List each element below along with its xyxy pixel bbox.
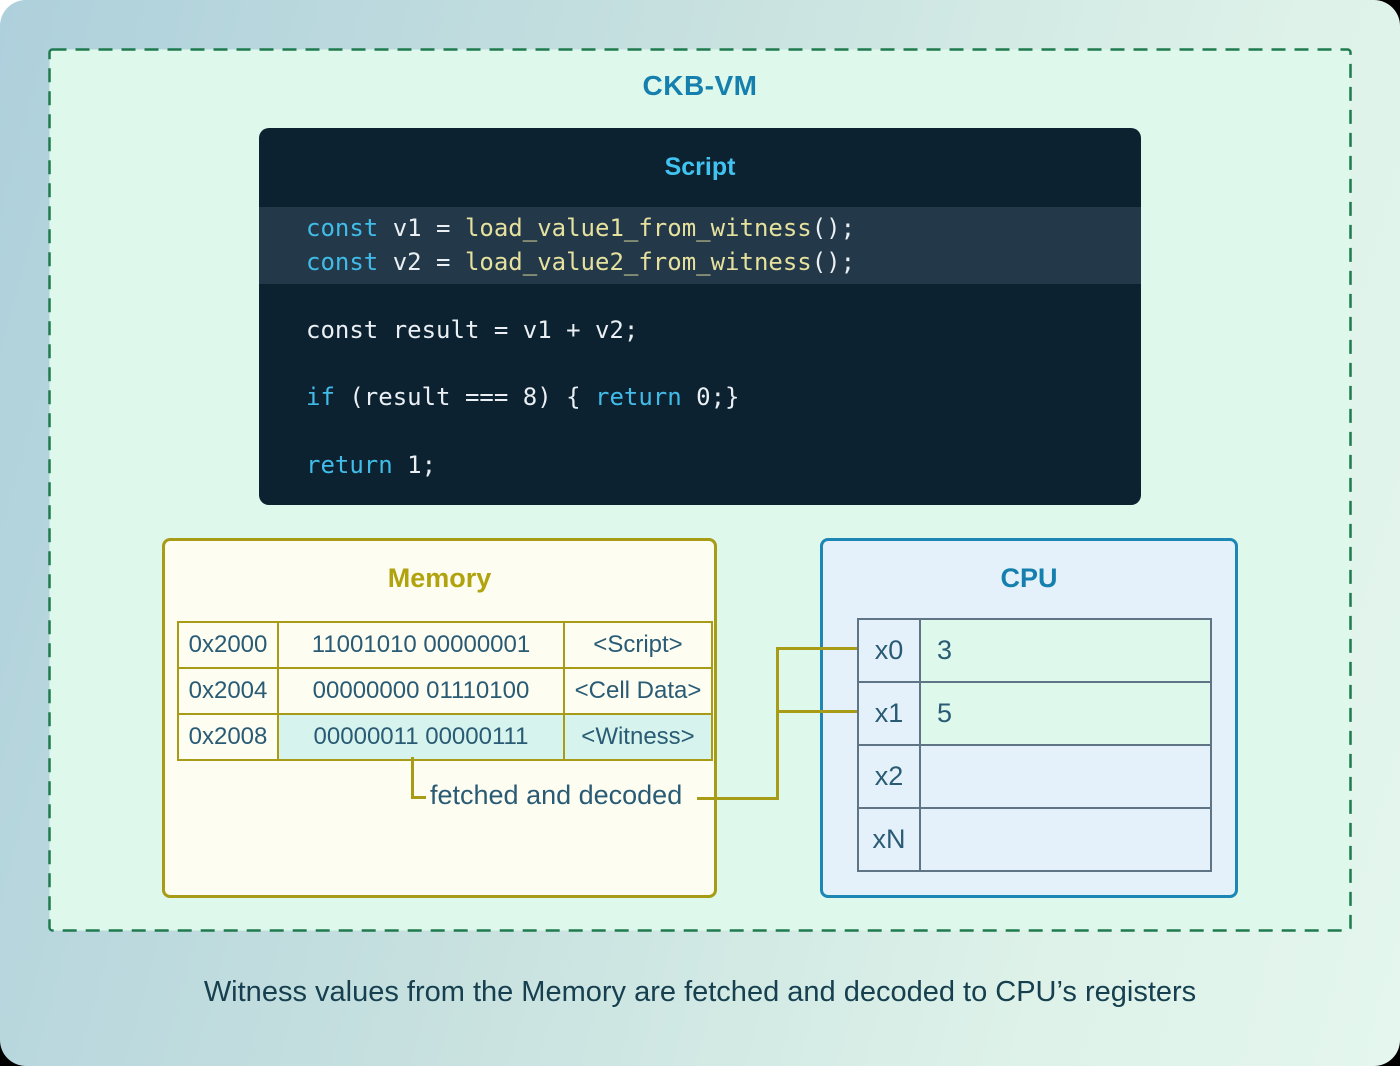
register-value (919, 744, 1212, 809)
register-row: xN (857, 807, 1212, 872)
memory-tag: <Script> (563, 621, 713, 669)
code-line: return 1; (259, 448, 1141, 482)
script-body: const result = v1 + v2; if (result === 8… (259, 313, 1141, 482)
register-value: 3 (919, 618, 1212, 683)
memory-tag: <Witness> (563, 713, 713, 761)
register-row: x0 3 (857, 618, 1212, 683)
register-value: 5 (919, 681, 1212, 746)
code-token: const (306, 214, 379, 242)
register-name: x2 (857, 744, 921, 809)
code-token: load_value2_from_witness (464, 248, 812, 276)
register-row: x2 (857, 744, 1212, 809)
script-highlight-band: const v1 = load_value1_from_witness(); c… (259, 207, 1141, 284)
connector-junction-vertical (776, 647, 779, 800)
memory-address: 0x2000 (177, 621, 279, 669)
code-token: const (306, 248, 379, 276)
code-token: (); (811, 214, 856, 242)
code-token: 1; (392, 451, 437, 479)
connector-elbow-foot (411, 796, 426, 799)
memory-row: 0x2000 11001010 00000001 <Script> (177, 621, 713, 669)
register-row: x1 5 (857, 681, 1212, 746)
script-panel: Script const v1 = load_value1_from_witne… (259, 128, 1141, 505)
code-token: (result === 8) { (334, 383, 595, 411)
code-token: v2 = (378, 248, 465, 276)
memory-binary: 11001010 00000001 (277, 621, 565, 669)
script-title: Script (664, 153, 736, 181)
code-token: (); (811, 248, 856, 276)
register-name: x0 (857, 618, 921, 683)
code-token: const result = v1 + v2; (306, 316, 639, 344)
fetched-decoded-label: fetched and decoded (430, 780, 683, 810)
code-token: load_value1_from_witness (464, 214, 812, 242)
register-name: x1 (857, 681, 921, 746)
code-token: return (306, 451, 393, 479)
code-line: const v1 = load_value1_from_witness(); (259, 211, 1141, 245)
ckb-vm-title: CKB-VM (642, 70, 758, 101)
memory-title: Memory (387, 563, 492, 593)
memory-tag: <Cell Data> (563, 667, 713, 715)
code-line: const result = v1 + v2; (259, 313, 1141, 347)
memory-binary: 00000011 00000111 (277, 713, 565, 761)
code-token: v1 = (378, 214, 465, 242)
register-value (919, 807, 1212, 872)
cpu-register-table: x0 3 x1 5 x2 xN (857, 618, 1212, 872)
memory-table: 0x2000 11001010 00000001 <Script> 0x2004… (177, 621, 713, 761)
memory-address: 0x2008 (177, 713, 279, 761)
cpu-panel: CPU x0 3 x1 5 x2 xN (820, 538, 1238, 898)
memory-row-witness: 0x2008 00000011 00000111 <Witness> (177, 713, 713, 761)
register-name: xN (857, 807, 921, 872)
memory-row: 0x2004 00000000 01110100 <Cell Data> (177, 667, 713, 715)
connector-label-to-junction (697, 797, 778, 800)
code-line: if (result === 8) { return 0;} (259, 380, 1141, 414)
diagram-caption: Witness values from the Memory are fetch… (203, 976, 1197, 1008)
memory-panel: Memory 0x2000 11001010 00000001 <Script>… (162, 538, 717, 898)
code-token: 0;} (681, 383, 740, 411)
code-token: if (306, 383, 335, 411)
memory-address: 0x2004 (177, 667, 279, 715)
code-line: const v2 = load_value2_from_witness(); (259, 245, 1141, 279)
cpu-title: CPU (1000, 563, 1058, 593)
memory-binary: 00000000 01110100 (277, 667, 565, 715)
code-token: return (595, 383, 682, 411)
connector-to-x0 (776, 647, 857, 650)
connector-to-x1 (776, 710, 857, 713)
connector-witness-drop (411, 757, 414, 799)
